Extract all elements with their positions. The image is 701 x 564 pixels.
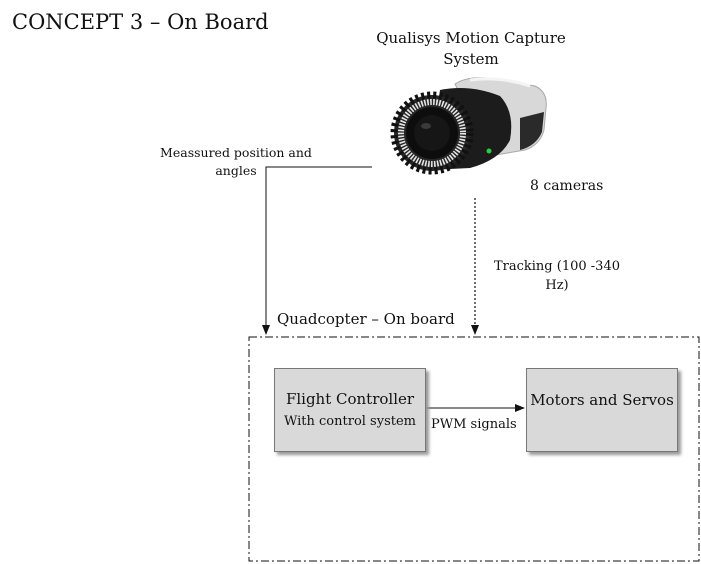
quadcopter-boundary (248, 336, 700, 562)
motion-capture-camera-icon (390, 77, 547, 175)
flight-controller-label: Flight Controller (285, 390, 415, 408)
measured-arrow (262, 166, 372, 335)
page-title: CONCEPT 3 – On Board (12, 10, 269, 34)
mocap-system-label: Qualisys Motion Capture System (376, 29, 566, 68)
measured-position-label: Meassured position and angles (160, 145, 312, 178)
pwm-label: PWM signals (431, 417, 517, 432)
camera-count-label: 8 cameras (530, 178, 604, 194)
motors-servos-label: Motors and Servos (530, 391, 674, 409)
motors-servos-box: Motors and Servos (526, 368, 678, 452)
quadcopter-title: Quadcopter – On board (277, 310, 455, 328)
flight-controller-sublabel: With control system (284, 414, 416, 429)
tracking-label: Tracking (100 -340 Hz) (493, 259, 620, 293)
flight-controller-box: Flight Controller With control system (274, 368, 426, 452)
